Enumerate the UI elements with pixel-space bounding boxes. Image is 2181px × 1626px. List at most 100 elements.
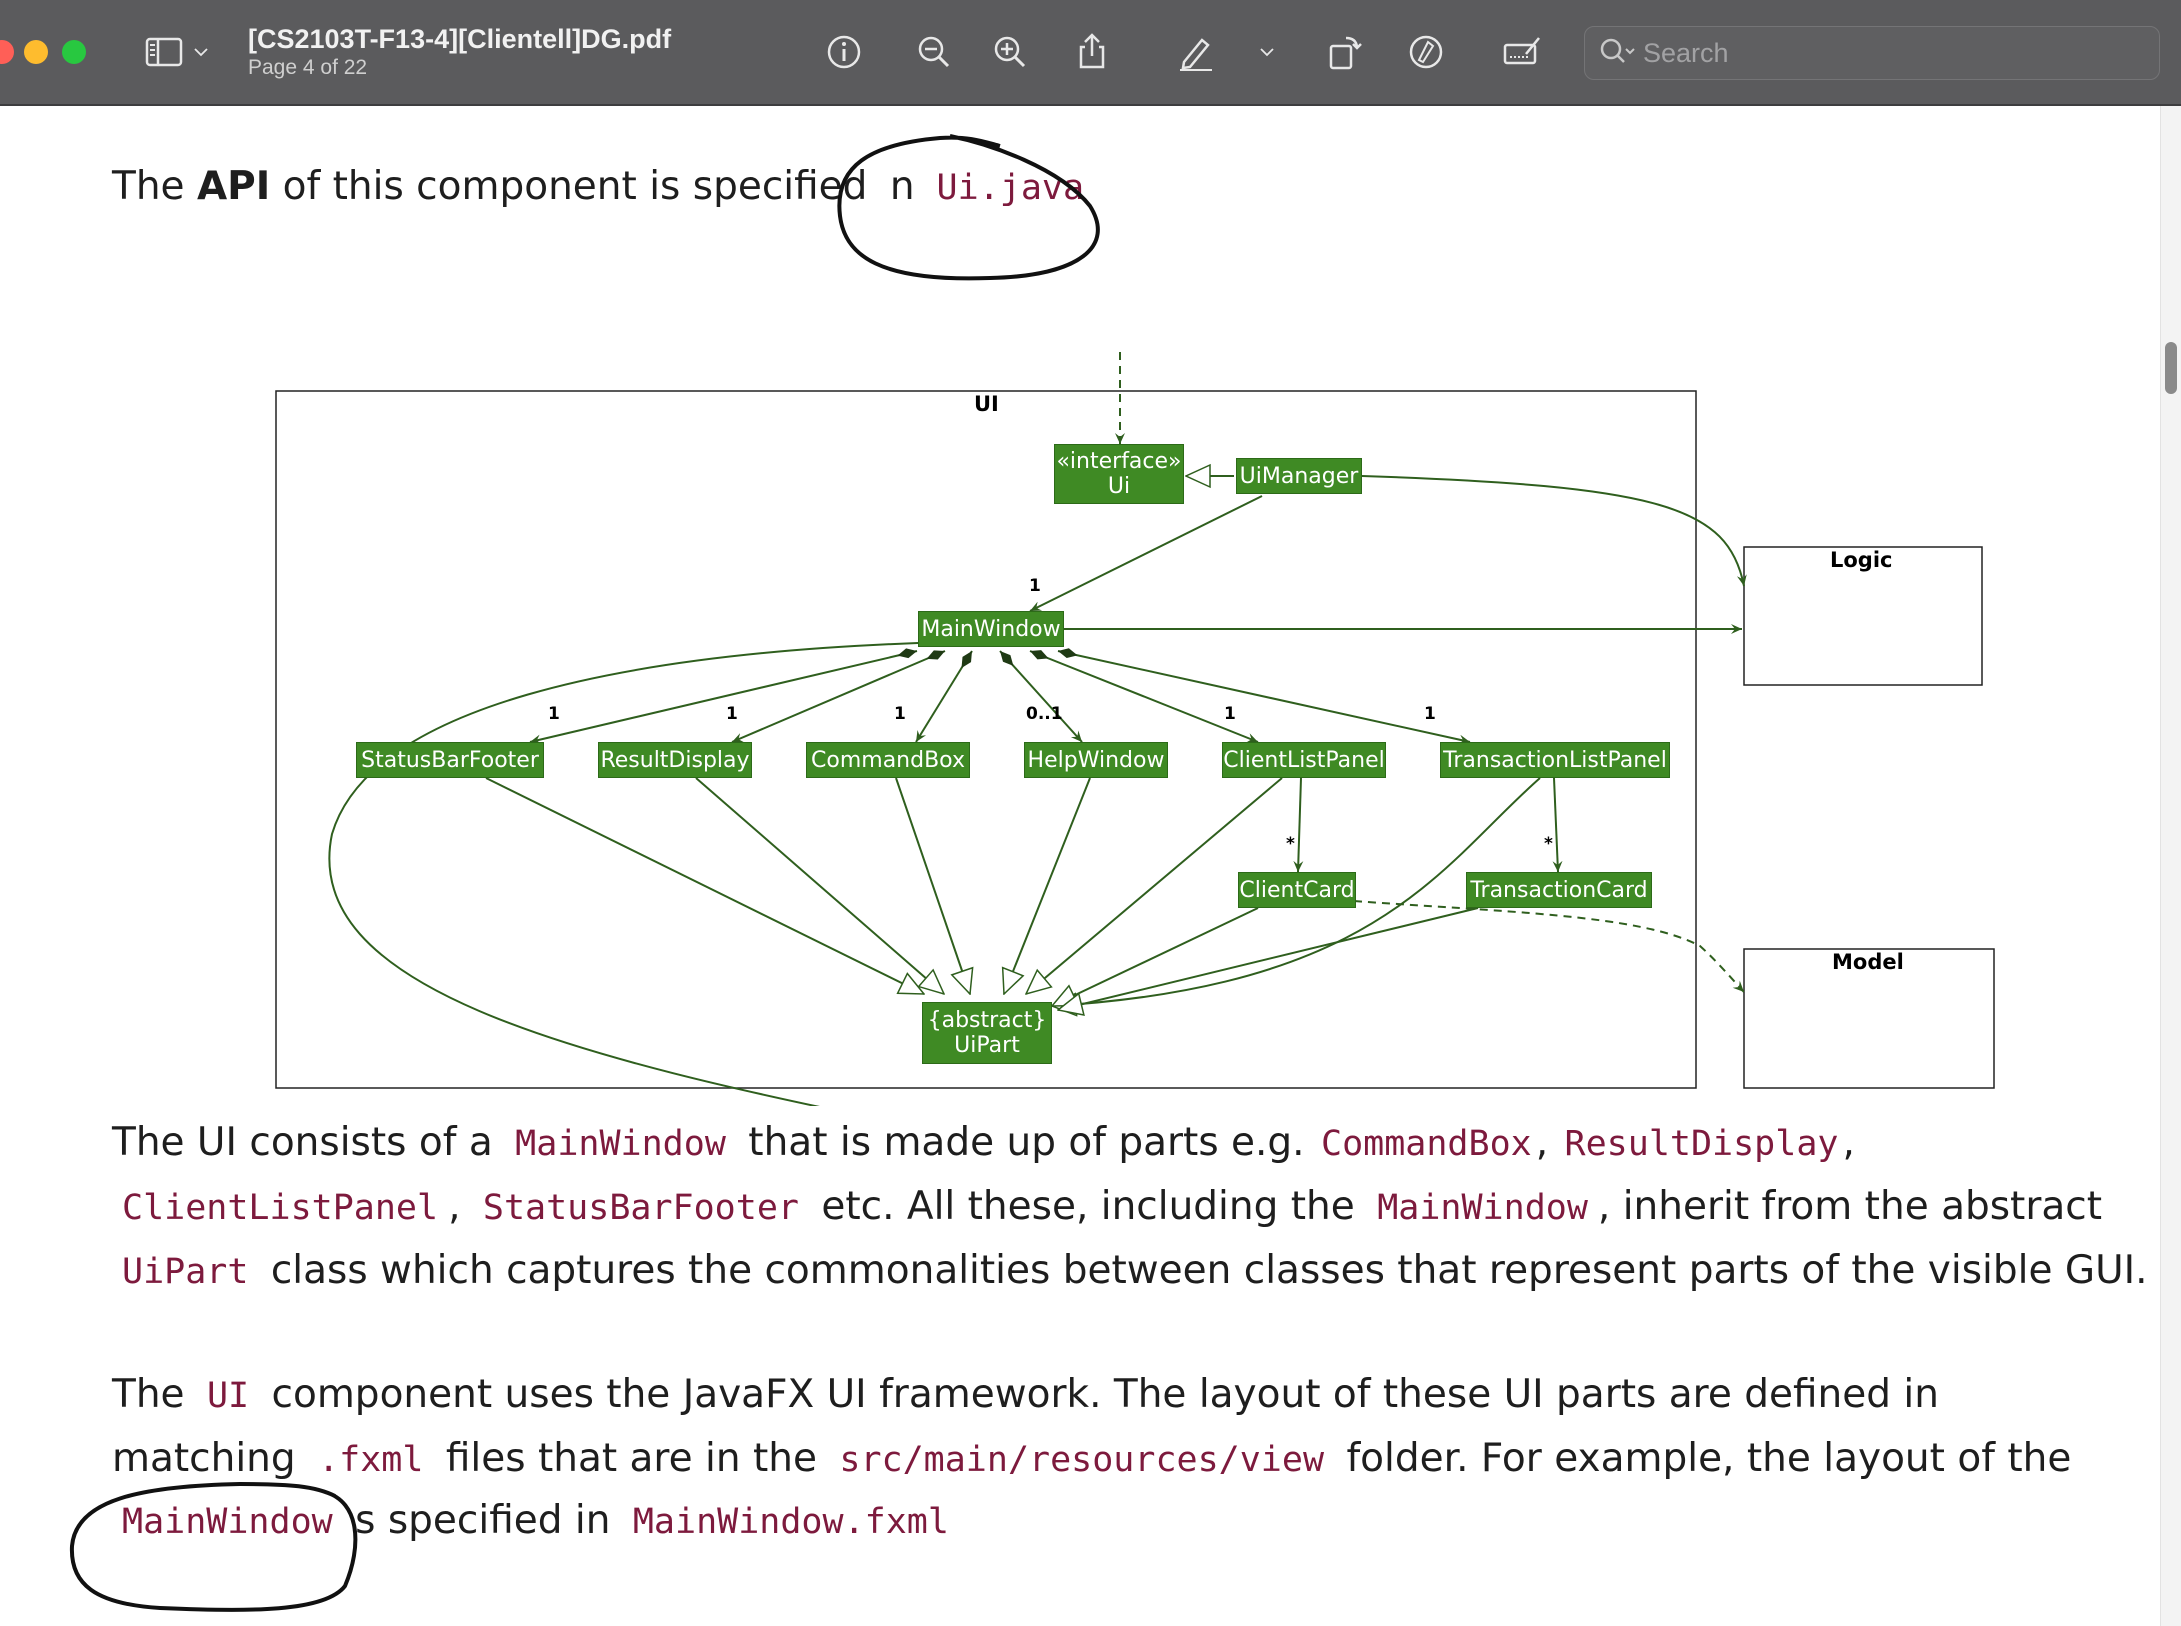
code-fxml: .fxml (318, 1440, 424, 1480)
inheritance-arrow (695, 777, 944, 994)
vertical-scrollbar[interactable] (2160, 106, 2181, 1626)
composition-arrow (1057, 648, 1471, 745)
search-field[interactable] (1584, 26, 2160, 80)
zoom-out-icon[interactable] (908, 26, 960, 78)
ui-class-diagram (275, 352, 1995, 1106)
inheritance-arrow (895, 777, 970, 994)
inheritance-arrow (485, 777, 924, 995)
association-arrow (1029, 495, 1263, 612)
multiplicity-label: 1 (1224, 704, 1236, 724)
class-name: Ui (1107, 474, 1131, 499)
model-box (1743, 948, 1995, 1089)
pen-circle-annotation (837, 134, 1100, 281)
inheritance-arrow (1058, 907, 1479, 1010)
code-commandbox: CommandBox (1321, 1124, 1532, 1164)
ui-package-frame (275, 390, 1697, 1089)
search-icon (1600, 38, 1635, 63)
logic-box (1743, 546, 1983, 686)
ui-frame-label: UI (974, 392, 999, 416)
code-view-path: src/main/resources/view (839, 1440, 1325, 1480)
multiplicity-label: 1 (894, 704, 906, 724)
close-window-button[interactable] (0, 40, 14, 64)
statusbarfooter-box: StatusBarFooter (356, 742, 544, 778)
stereotype-label: {abstract} (927, 1008, 1047, 1033)
inheritance-arrow (1052, 907, 1259, 1007)
inheritance-arrow (1052, 777, 1541, 1006)
commandbox-box: CommandBox (806, 742, 970, 778)
ui-interface-box: «interface» Ui (1054, 444, 1184, 504)
paragraph-2-line-2: matching .fxml files that are in the src… (112, 1436, 2071, 1481)
intro-text: of this component is specified (270, 164, 880, 209)
body-text: folder. For example, the layout of the (1346, 1436, 2072, 1481)
transactionlistpanel-box: TransactionListPanel (1440, 742, 1670, 778)
mainwindow-box: MainWindow (918, 611, 1064, 647)
code-clientlistpanel: ClientListPanel (122, 1188, 439, 1228)
minimize-window-button[interactable] (24, 40, 48, 64)
uimanager-box: UiManager (1236, 458, 1362, 494)
composition-arrow (731, 650, 946, 743)
chevron-down-icon[interactable] (1252, 26, 1282, 78)
share-icon[interactable] (1066, 26, 1118, 78)
clientlistpanel-box: ClientListPanel (1222, 742, 1386, 778)
scrollbar-thumb[interactable] (2165, 342, 2177, 394)
body-text: files that are in the (445, 1436, 817, 1481)
zoom-window-button[interactable] (62, 40, 86, 64)
multiplicity-label: 1 (548, 704, 560, 724)
body-text: class which captures the commonalities b… (270, 1248, 2148, 1293)
intro-text: n (889, 164, 915, 209)
multiplicity-label: * (1544, 834, 1553, 854)
sidebar-icon[interactable] (138, 26, 190, 78)
body-text: component uses the JavaFX UI framework. … (271, 1372, 1939, 1417)
toolbar: [CS2103T-F13-4][Clientell]DG.pdf Page 4 … (0, 0, 2181, 106)
inheritance-arrow (1004, 777, 1091, 994)
code-mainwindow-fxml: MainWindow.fxml (632, 1502, 949, 1542)
clientcard-box: ClientCard (1238, 872, 1356, 908)
body-text: s specified in (355, 1498, 611, 1543)
body-text: , (448, 1184, 461, 1229)
body-text: The (112, 1372, 185, 1417)
code-mainwindow: MainWindow (1377, 1188, 1588, 1228)
uipart-box: {abstract} UiPart (922, 1002, 1052, 1064)
annotation-layer (69, 134, 1100, 1612)
model-label: Model (1832, 950, 1904, 974)
inheritance-arrow (1026, 777, 1283, 994)
multiplicity-label: 1 (1424, 704, 1436, 724)
clientcard-arrow (1293, 777, 1304, 873)
transactioncard-arrow (1552, 777, 1563, 873)
paragraph-1-line-3: UiPart class which captures the commonal… (112, 1248, 2148, 1293)
code-ui: UI (206, 1376, 250, 1416)
helpwindow-box: HelpWindow (1024, 742, 1168, 778)
card-model-dependency (1339, 899, 1745, 993)
api-bold: API (196, 164, 271, 209)
pdf-page: The API of this component is specified n… (0, 106, 2160, 1626)
form-fill-icon[interactable] (1496, 26, 1548, 78)
annotate-icon[interactable] (1400, 26, 1452, 78)
intro-line: The API of this component is specified n… (112, 164, 1094, 209)
info-icon[interactable] (818, 26, 870, 78)
multiplicity-label: 1 (726, 704, 738, 724)
body-text: etc. All these, including the (821, 1184, 1355, 1229)
markup-pen-icon[interactable] (1170, 26, 1222, 78)
multiplicity-label: 1 (1029, 576, 1041, 596)
document-title: [CS2103T-F13-4][Clientell]DG.pdf (248, 24, 672, 54)
paragraph-2-line-3: MainWindow s specified in MainWindow.fxm… (112, 1498, 959, 1543)
code-statusbarfooter: StatusBarFooter (482, 1188, 799, 1228)
code-ui-java[interactable]: Ui.java (936, 168, 1085, 208)
body-text: , (1535, 1120, 1549, 1165)
composition-arrow (915, 650, 973, 743)
zoom-in-icon[interactable] (984, 26, 1036, 78)
intro-text: The (112, 164, 197, 209)
body-text: that is made up of parts e.g. (748, 1120, 1305, 1165)
body-text: , (1842, 1120, 1855, 1165)
body-text: , inherit from the abstract (1597, 1184, 2103, 1229)
paragraph-1-line-2: ClientListPanel, StatusBarFooter etc. Al… (112, 1184, 2102, 1229)
page-indicator: Page 4 of 22 (248, 56, 368, 79)
logic-label: Logic (1830, 548, 1893, 572)
rotate-icon[interactable] (1318, 26, 1370, 78)
chevron-down-icon[interactable] (186, 26, 216, 78)
code-uipart: UiPart (122, 1252, 249, 1292)
multiplicity-label: * (1286, 834, 1295, 854)
uimanager-logic-arrow (1361, 475, 1747, 587)
search-input[interactable] (1641, 33, 2145, 73)
body-text: The UI consists of a (112, 1120, 493, 1165)
